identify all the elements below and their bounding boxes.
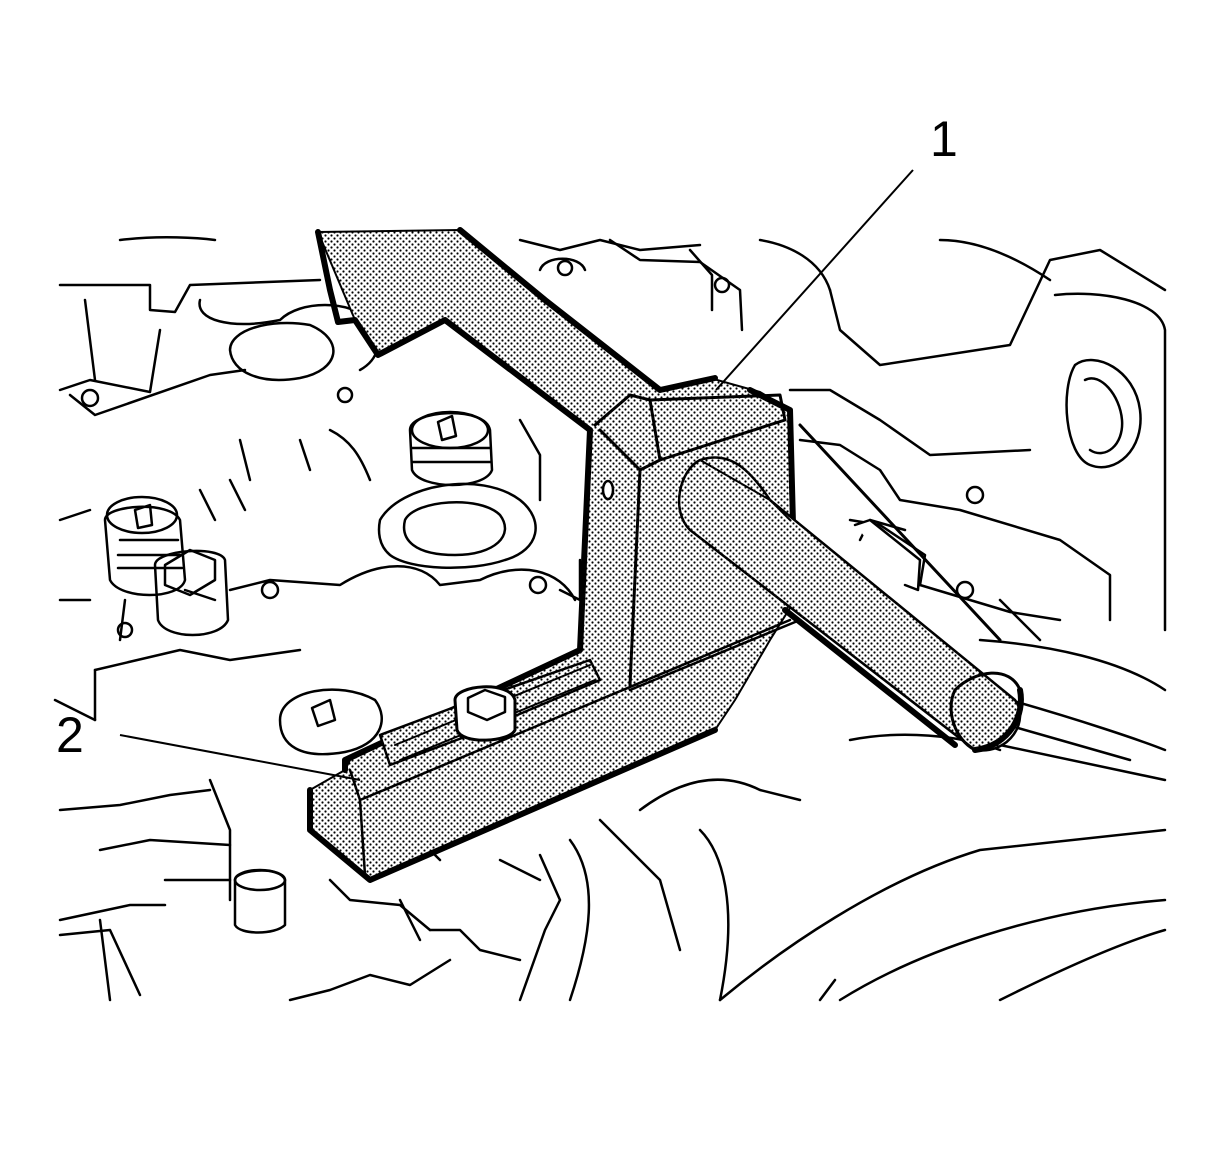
leader-line-2 xyxy=(119,734,361,781)
leader-lines xyxy=(119,169,914,781)
callout-number-2: 2 xyxy=(56,707,84,763)
leader-line-1 xyxy=(715,169,914,391)
callout-number-1: 1 xyxy=(930,111,958,167)
special-tool-bracket xyxy=(307,227,1024,883)
engine-background xyxy=(53,236,1167,1002)
